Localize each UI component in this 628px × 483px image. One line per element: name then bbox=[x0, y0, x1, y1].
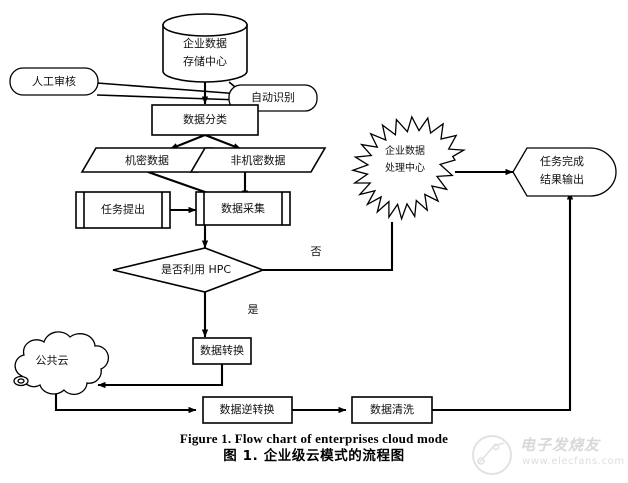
node-manual-review[interactable]: 人工审核 bbox=[9, 67, 99, 96]
node-data-store-label-1: 企业数据 bbox=[183, 36, 227, 50]
node-non-confidential-data-label: 非机密数据 bbox=[231, 153, 286, 167]
node-data-collect-label: 数据采集 bbox=[221, 201, 265, 215]
node-data-collect[interactable]: 数据采集 bbox=[195, 191, 291, 226]
figure-caption-en: Figure 1. Flow chart of enterprises clou… bbox=[179, 431, 449, 446]
node-hpc-decision[interactable]: 是否利用 HPC bbox=[112, 247, 266, 293]
figure-caption-zh: 图 1. 企业级云模式的流程图 bbox=[223, 448, 405, 464]
node-public-cloud-label: 公共云 bbox=[36, 354, 69, 367]
node-public-cloud[interactable]: 公共云 bbox=[13, 331, 110, 396]
node-data-classify-label: 数据分类 bbox=[183, 112, 227, 126]
connector-classify-to-confidential bbox=[169, 134, 206, 150]
connector-classify-to-nonconfidential bbox=[204, 134, 242, 150]
node-processing-center-label-2: 处理中心 bbox=[385, 161, 425, 174]
connector-cleaning-to-output bbox=[432, 191, 574, 412]
node-data-transform[interactable]: 数据转换 bbox=[192, 337, 252, 365]
node-data-store[interactable]: 企业数据 存储中心 bbox=[162, 13, 248, 83]
node-data-inverse-transform-label: 数据逆转换 bbox=[220, 402, 275, 416]
branch-label-yes: 是 bbox=[248, 303, 259, 316]
node-non-confidential-data[interactable]: 非机密数据 bbox=[189, 147, 327, 173]
node-result-output-label-2: 结果输出 bbox=[540, 172, 584, 186]
node-processing-center-label-1: 企业数据 bbox=[385, 144, 425, 157]
node-auto-recognition-label: 自动识别 bbox=[251, 91, 295, 104]
figure-caption: Figure 1. Flow chart of enterprises clou… bbox=[0, 430, 628, 466]
node-data-cleaning[interactable]: 数据清洗 bbox=[351, 396, 433, 424]
connector-transform-to-cloud bbox=[97, 364, 224, 389]
connector-cloud-to-inverse-transform bbox=[54, 390, 197, 414]
node-data-classify[interactable]: 数据分类 bbox=[151, 104, 259, 136]
node-processing-center[interactable]: 企业数据 处理中心 bbox=[350, 115, 466, 222]
node-result-output-label-1: 任务完成 bbox=[540, 154, 584, 168]
node-task-submit[interactable]: 任务提出 bbox=[75, 191, 171, 229]
node-task-submit-label: 任务提出 bbox=[101, 202, 145, 216]
node-data-transform-label: 数据转换 bbox=[200, 343, 244, 357]
connector-decision-no-to-center bbox=[263, 222, 394, 272]
node-manual-review-label: 人工审核 bbox=[32, 74, 76, 88]
connector-manual-review-tail2 bbox=[96, 94, 241, 101]
node-result-output[interactable]: 任务完成 结果输出 bbox=[512, 147, 617, 197]
node-data-cleaning-label: 数据清洗 bbox=[370, 402, 414, 416]
node-confidential-data-label: 机密数据 bbox=[125, 153, 169, 167]
node-data-inverse-transform[interactable]: 数据逆转换 bbox=[202, 396, 293, 424]
node-data-store-label-2: 存储中心 bbox=[183, 54, 227, 68]
node-hpc-decision-label: 是否利用 HPC bbox=[161, 263, 231, 276]
connector-manual-review-tail bbox=[96, 82, 241, 95]
branch-label-no: 否 bbox=[311, 245, 322, 258]
